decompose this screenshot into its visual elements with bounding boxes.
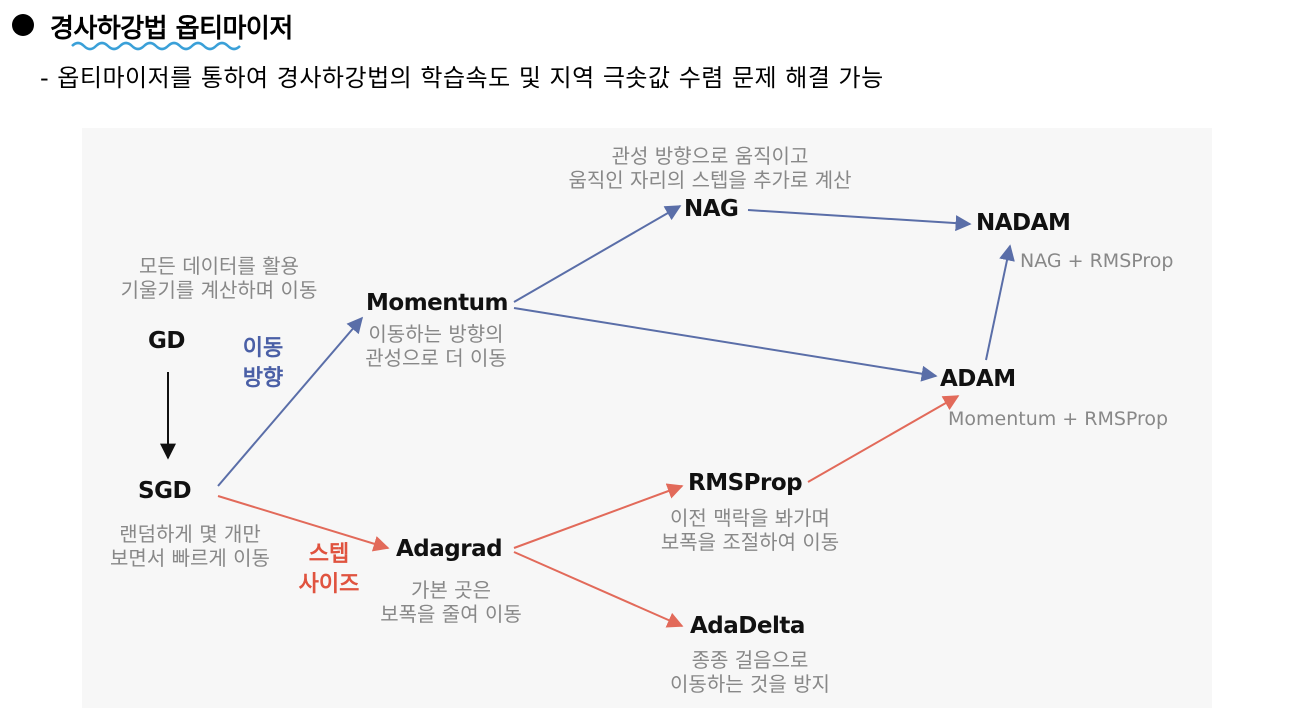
subtitle: - 옵티마이저를 통하여 경사하강법의 학습속도 및 지역 극솟값 수렴 문제 … (40, 64, 884, 92)
desc-sgd: 랜덤하게 몇 개만 보면서 빠르게 이동 (80, 522, 300, 570)
arrow-adam-nadam (985, 244, 1015, 361)
arrow-rmsprop-adam (807, 395, 960, 483)
arrow-adagrad-adadelta (513, 551, 684, 628)
formula-nadam: NAG + RMSProp (1020, 250, 1174, 272)
arrow-sgd-momentum (217, 316, 364, 487)
desc-adadelta-line-2: 이동하는 것을 방지 (670, 672, 830, 696)
arrow-nag-nadam (747, 209, 972, 232)
desc-momentum-line-1: 이동하는 방향의 (368, 322, 504, 346)
label-direction: 이동 방향 (228, 334, 298, 394)
node-adagrad: Adagrad (396, 536, 503, 562)
arrow-momentum-adam (513, 307, 938, 382)
node-adam: ADAM (940, 366, 1016, 392)
desc-rmsprop: 이전 맥락을 봐가며 보폭을 조절하여 이동 (630, 506, 870, 554)
wavy-underline-icon (71, 41, 241, 51)
desc-sgd-line-2: 보면서 빠르게 이동 (110, 546, 270, 570)
node-nadam: NADAM (976, 210, 1071, 236)
desc-adadelta: 종종 걸음으로 이동하는 것을 방지 (640, 648, 860, 696)
arrow-sgd-adagrad (217, 495, 390, 552)
desc-adagrad: 가본 곳은 보폭을 줄여 이동 (356, 578, 546, 626)
node-rmsprop: RMSProp (688, 470, 803, 496)
desc-gd-line-2: 기울기를 계산하며 이동 (120, 278, 318, 302)
page-title: 경사하강법 옵티마이저 (50, 14, 293, 44)
formula-adam: Momentum + RMSProp (948, 408, 1169, 430)
node-momentum: Momentum (366, 290, 508, 316)
node-adadelta: AdaDelta (690, 613, 805, 639)
bullet-icon (12, 14, 34, 36)
label-step-size: 스텝 사이즈 (284, 540, 374, 600)
label-step-size-line-2: 사이즈 (298, 572, 360, 597)
desc-adagrad-line-1: 가본 곳은 (411, 578, 491, 602)
label-direction-line-1: 이동 (242, 336, 284, 361)
label-step-size-line-1: 스텝 (308, 542, 350, 567)
label-direction-line-2: 방향 (242, 366, 284, 391)
desc-nag-line-1: 관성 방향으로 움직이고 (611, 144, 809, 168)
desc-momentum: 이동하는 방향의 관성으로 더 이동 (336, 322, 536, 370)
desc-gd-line-1: 모든 데이터를 활용 (139, 254, 299, 278)
node-sgd: SGD (138, 478, 192, 504)
desc-nag-line-2: 움직인 자리의 스텝을 추가로 계산 (568, 168, 852, 192)
desc-adadelta-line-1: 종종 걸음으로 (691, 648, 809, 672)
desc-nag: 관성 방향으로 움직이고 움직인 자리의 스텝을 추가로 계산 (520, 144, 900, 192)
desc-rmsprop-line-1: 이전 맥락을 봐가며 (670, 506, 830, 530)
arrow-adagrad-rmsprop (513, 483, 684, 549)
desc-adagrad-line-2: 보폭을 줄여 이동 (380, 602, 522, 626)
arrow-momentum-nag (513, 205, 682, 303)
node-gd: GD (148, 328, 185, 354)
desc-rmsprop-line-2: 보폭을 조절하여 이동 (660, 530, 840, 554)
desc-sgd-line-1: 랜덤하게 몇 개만 (119, 522, 261, 546)
desc-gd: 모든 데이터를 활용 기울기를 계산하며 이동 (84, 254, 354, 302)
node-nag: NAG (684, 196, 739, 222)
desc-momentum-line-2: 관성으로 더 이동 (365, 346, 507, 370)
